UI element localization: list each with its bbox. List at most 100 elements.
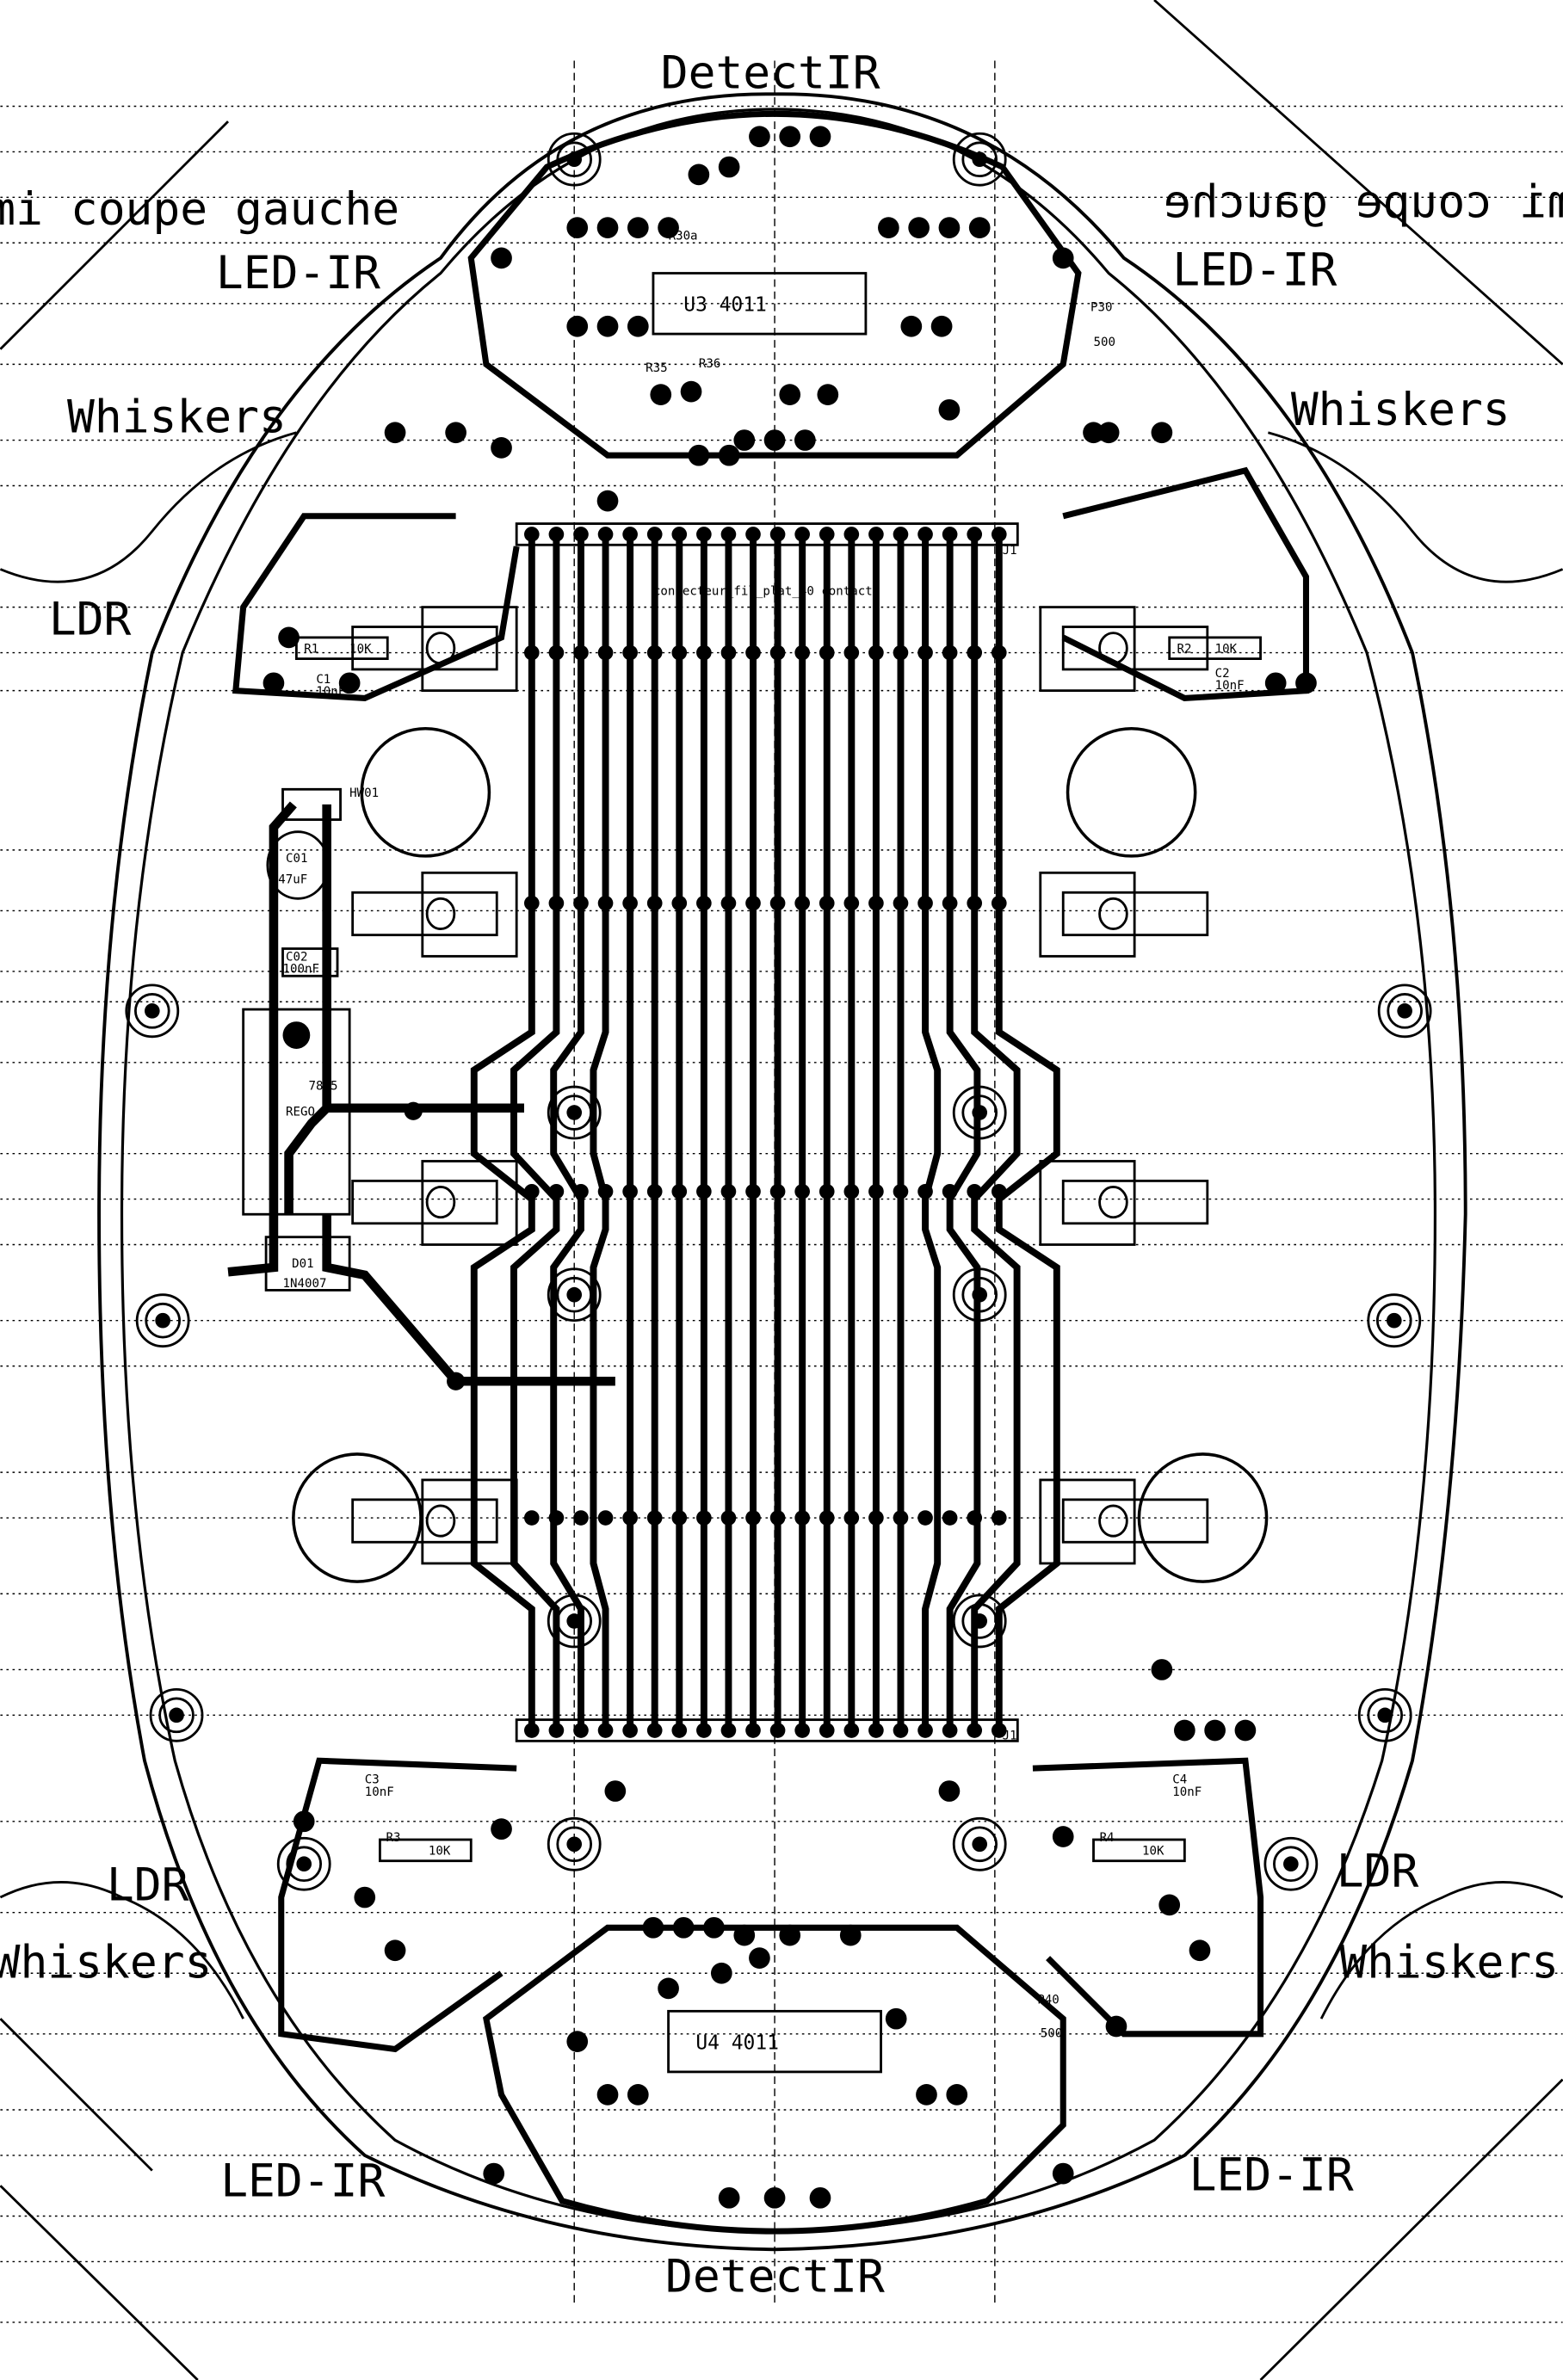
pad	[991, 1183, 1007, 1199]
mounting-hole	[135, 1293, 190, 1348]
pad	[794, 1723, 810, 1738]
mounting-hole-pad	[566, 1613, 583, 1629]
pad	[658, 1977, 679, 2000]
pad	[1204, 1719, 1226, 1742]
pad	[573, 1510, 589, 1526]
pad	[671, 1183, 688, 1199]
pad	[745, 1723, 761, 1738]
pad	[819, 527, 835, 542]
pad	[917, 1510, 933, 1526]
mounting-hole-ring	[961, 141, 998, 178]
pad	[263, 672, 285, 694]
pad	[991, 1723, 1007, 1738]
pad	[942, 1723, 958, 1738]
sensor-hole	[1098, 1504, 1128, 1538]
led-ir-tr-label: LED-IR	[1172, 244, 1337, 297]
pad	[868, 644, 884, 661]
sensor-hole	[425, 1504, 456, 1538]
pad	[671, 527, 688, 542]
sensor-slot	[1061, 1180, 1209, 1225]
pad	[720, 644, 737, 661]
pad	[908, 217, 930, 238]
pad	[819, 644, 835, 661]
pad	[938, 398, 961, 421]
pad	[967, 1723, 983, 1738]
mounting-hole	[952, 1816, 1007, 1871]
pad	[548, 527, 565, 542]
mounting-hole	[952, 1594, 1007, 1649]
pad	[809, 126, 831, 148]
mounting-hole-ring	[961, 1603, 998, 1639]
mounting-hole-pad	[972, 1836, 988, 1853]
pad	[893, 644, 909, 661]
pad	[968, 217, 991, 238]
pad	[680, 380, 702, 403]
sensor-hole	[425, 897, 456, 930]
pad	[720, 895, 737, 911]
pad	[733, 429, 756, 451]
pad	[916, 2084, 937, 2106]
pad	[769, 527, 786, 542]
top-module-trace	[467, 110, 1082, 459]
mounting-hole-ring	[961, 1276, 998, 1313]
pad	[942, 895, 958, 911]
mounting-hole-pad	[1377, 1707, 1393, 1723]
pad	[354, 1886, 376, 1908]
large-hole	[360, 726, 491, 858]
pad	[794, 527, 810, 542]
pad	[779, 1924, 801, 1946]
mounting-hole-pad	[566, 1836, 583, 1853]
led-ir-bl-label: LED-IR	[220, 2155, 385, 2208]
pad	[917, 527, 933, 542]
pad	[548, 644, 565, 661]
pad	[809, 2186, 831, 2209]
mounting-holes	[125, 132, 1432, 1891]
pad	[596, 315, 619, 337]
pad	[646, 1723, 663, 1738]
sensor-slot	[1061, 626, 1209, 671]
pad	[1151, 422, 1173, 444]
passive-labels: R1 10K C1 10nF R2 10K C2 10nF C3 10nF C4…	[294, 301, 1262, 2040]
sensor-footprint	[1039, 606, 1136, 693]
c4-value: 10nF	[1172, 1785, 1202, 1799]
pad	[1052, 1826, 1074, 1847]
pad	[573, 1183, 589, 1199]
connector-j1-bottom	[515, 1718, 1019, 1742]
mounting-hole	[1367, 1293, 1422, 1348]
sensor-hole	[425, 632, 456, 665]
coupe-right-label-mirrored: mi coupe gauche	[1164, 176, 1563, 228]
pad	[991, 644, 1007, 661]
mounting-hole-ring	[1387, 993, 1423, 1029]
pad	[671, 644, 688, 661]
mounting-hole	[1377, 983, 1432, 1039]
pad	[938, 217, 961, 238]
u3-outline	[652, 272, 868, 336]
mounting-hole-ring	[133, 993, 170, 1029]
pad	[720, 527, 737, 542]
r1-value: 10K	[349, 643, 372, 657]
pad	[646, 895, 663, 911]
bus-trace	[946, 533, 981, 1730]
sensor-hole	[425, 1186, 456, 1219]
mounting-hole-pad	[155, 1312, 170, 1329]
pad	[710, 1962, 732, 1984]
left-bottom-trace	[278, 1757, 517, 2053]
mounting-hole-pad	[972, 1105, 988, 1120]
mounting-hole	[952, 132, 1007, 187]
pad	[703, 1916, 725, 1939]
pad	[868, 1510, 884, 1526]
mounting-hole	[1357, 1687, 1412, 1742]
mounting-hole	[547, 1085, 602, 1140]
pad	[868, 895, 884, 911]
pad	[991, 527, 1007, 542]
mounting-hole-ring	[556, 1094, 593, 1131]
mounting-hole	[952, 1267, 1007, 1323]
c4-label: C4	[1172, 1773, 1187, 1787]
pad	[745, 895, 761, 911]
pad	[671, 1723, 688, 1738]
pad	[893, 1510, 909, 1526]
pad	[483, 2162, 505, 2185]
pad	[868, 1183, 884, 1199]
pad	[745, 1510, 761, 1526]
